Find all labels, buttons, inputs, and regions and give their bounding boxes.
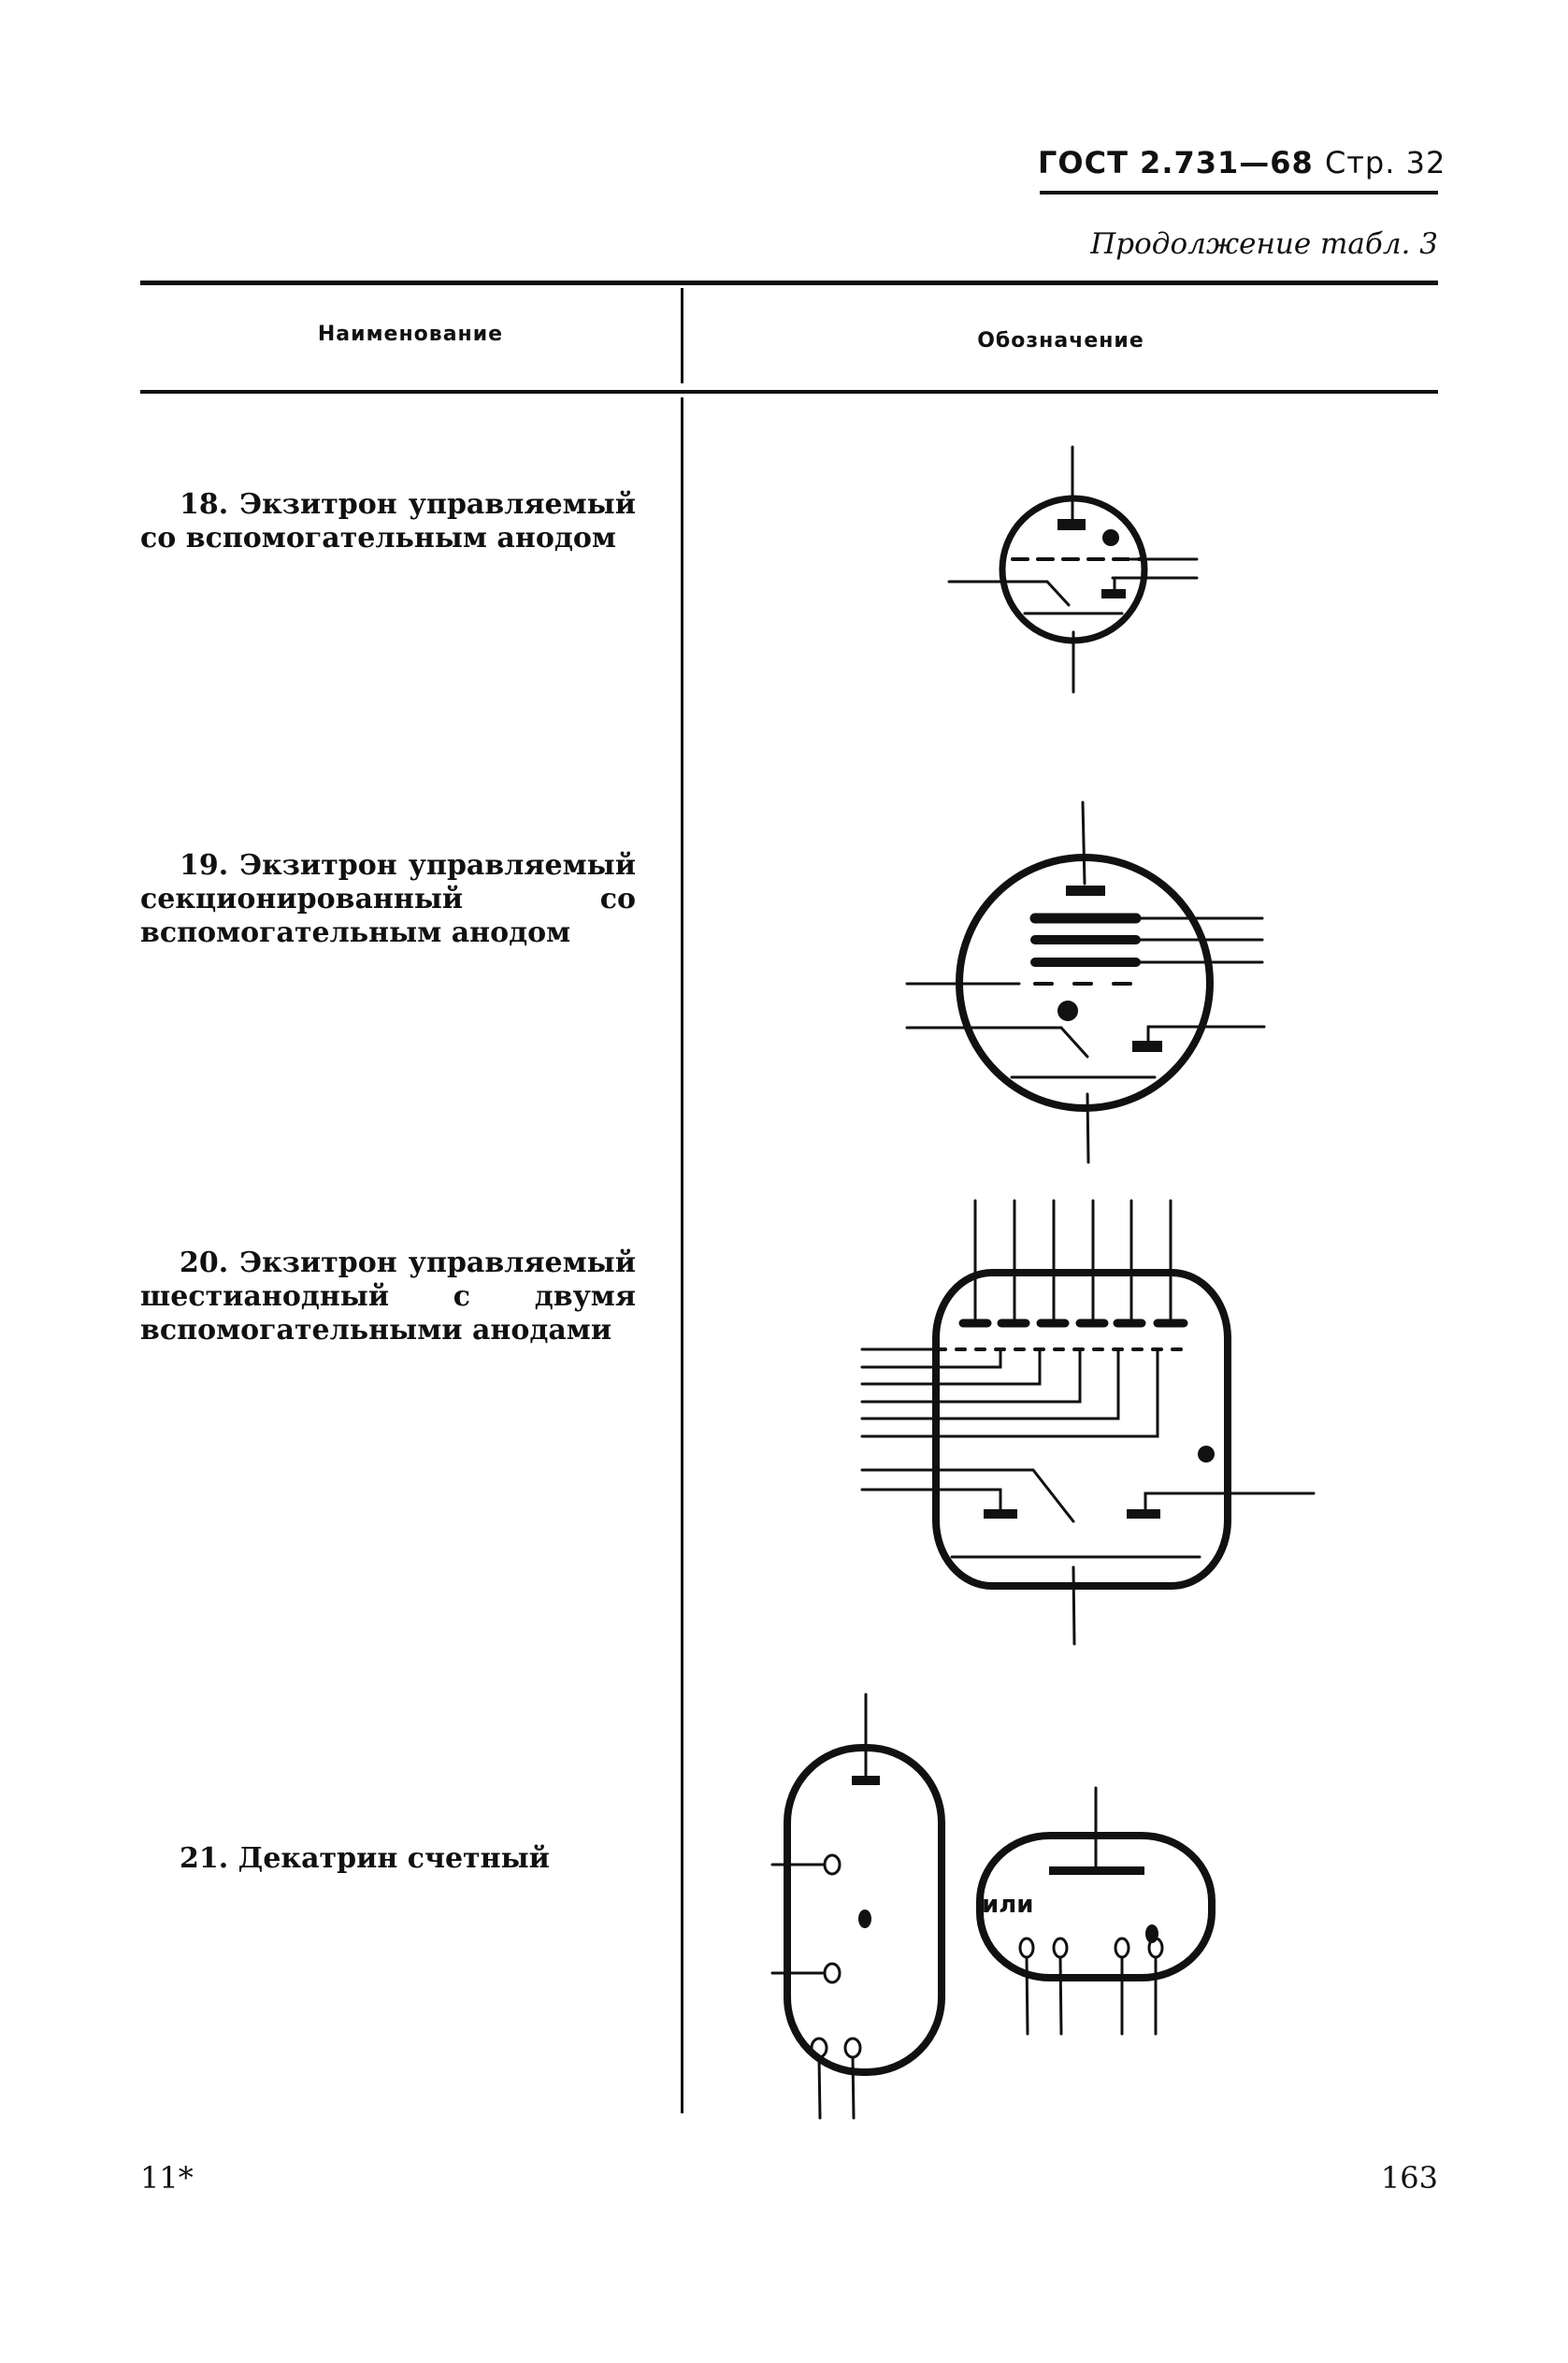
page-number: 163 — [1380, 2160, 1438, 2196]
table-top-rule — [140, 281, 1438, 285]
symbol-counting-dekatron-vertical — [770, 1693, 945, 2120]
column-header-symbol: Обозначение — [977, 329, 1144, 353]
column-divider-body — [681, 397, 683, 2113]
symbol-counting-dekatron-horizontal — [976, 1786, 1216, 2036]
row-name: Экзитрон управляемый со вспомогательным … — [140, 488, 636, 555]
header-rule — [1040, 191, 1438, 195]
row-number: 20. — [180, 1246, 229, 1279]
row-number: 21. — [180, 1842, 229, 1875]
row-name: Декатрин счетный — [237, 1842, 550, 1875]
symbol-controlled-six-anode-excitron — [860, 1199, 1316, 1646]
signature-mark: 11* — [140, 2160, 194, 2196]
standard-number: ГОСТ 2.731—68 — [1038, 145, 1314, 180]
row-number: 19. — [180, 849, 229, 882]
symbol-controlled-excitron-aux-anode — [947, 445, 1199, 694]
page-label: Стр. 32 — [1324, 145, 1446, 180]
table-header-rule — [140, 390, 1438, 394]
table-row-19-name: 19. Экзитрон управляемый секционированны… — [140, 849, 636, 950]
table-row-18-name: 18. Экзитрон управляемый со вспомогатель… — [140, 488, 636, 555]
column-header-name: Наименование — [317, 323, 504, 346]
symbol-controlled-sectioned-excitron-aux-anode — [905, 800, 1266, 1164]
standard-header: ГОСТ 2.731—68 Стр. 32 — [1038, 145, 1446, 180]
table-row-21-name: 21. Декатрин счетный — [140, 1842, 636, 1876]
table-continuation-label: Продолжение табл. 3 — [1090, 227, 1438, 261]
column-divider-header — [681, 288, 683, 383]
row-name: Экзитрон управляемый шестианодный с двум… — [140, 1246, 636, 1347]
table-row-20-name: 20. Экзитрон управляемый шестианодный с … — [140, 1246, 636, 1347]
row-name: Экзитрон управляемый секционированный со… — [140, 849, 636, 949]
alternative-word: или — [982, 1891, 1034, 1919]
row-number: 18. — [180, 488, 229, 521]
